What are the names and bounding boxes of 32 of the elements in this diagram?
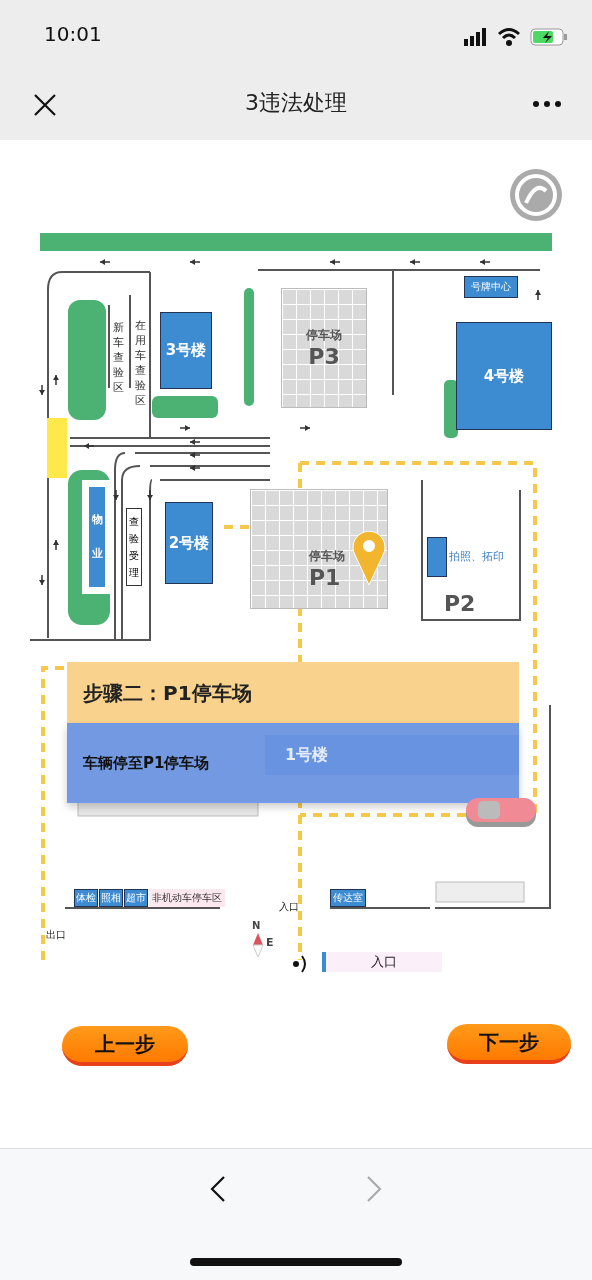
map-label: 出口 (46, 928, 66, 942)
building-label: 号牌中心 (464, 276, 518, 298)
building: 1号楼 (265, 735, 519, 775)
page-title: 3违法处理 (244, 89, 348, 117)
map-label: 入口 (279, 900, 299, 914)
parking-lot (250, 489, 388, 609)
next-button: 下一步 (447, 1024, 571, 1064)
status-time: 10:01 (44, 22, 102, 46)
step-title-banner: 步骤二：P1停车场 车辆停至P1停车场 1号楼 (67, 662, 519, 802)
area-label: 新车查验区 (113, 320, 125, 395)
parking-lot (281, 288, 367, 408)
building: 3号楼 (160, 312, 212, 389)
shop-sign: 超市 (124, 889, 148, 907)
shop-sign: 体检 (74, 889, 98, 907)
area-label: 拍照、拓印 (449, 549, 504, 564)
area-code: P2 (444, 591, 476, 616)
compass-label: E (266, 936, 274, 949)
area-code: P3 (308, 344, 340, 369)
previous-button: 上一步 (62, 1026, 188, 1066)
area-label: 停车场 (306, 327, 342, 344)
gate-sign: 入口 (322, 952, 442, 972)
building-label: 传达室 (330, 889, 366, 907)
step-card: 车辆停至P1停车场 1号楼 (67, 723, 519, 803)
building: 4号楼 (456, 322, 552, 430)
compass-label: N (252, 920, 261, 931)
building: 查验受理 (126, 508, 142, 586)
shop-sign: 照相 (99, 889, 123, 907)
building (427, 537, 447, 577)
area-label: 在用车查验区 (135, 318, 147, 408)
area-label: 停车场 (309, 548, 345, 565)
area-code: P1 (309, 565, 341, 590)
zone-sign: 非机动车停车区 (149, 889, 225, 907)
